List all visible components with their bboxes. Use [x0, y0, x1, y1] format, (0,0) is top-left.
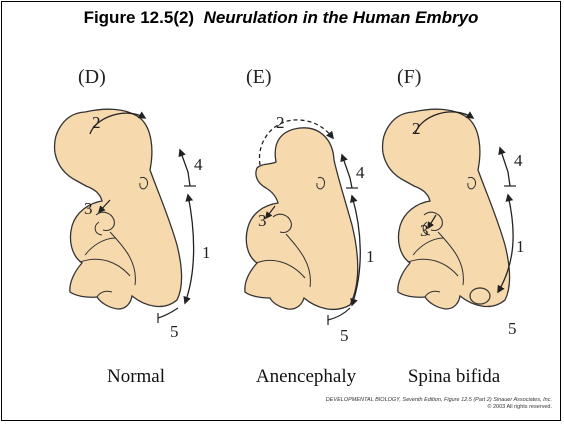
panel-label-d: (D) — [78, 66, 106, 89]
svg-text:1: 1 — [202, 243, 211, 262]
svg-text:1: 1 — [516, 237, 525, 256]
caption-normal: Normal — [56, 366, 216, 388]
embryo-anencephaly-icon: 2 4 3 1 5 — [245, 113, 375, 345]
svg-text:4: 4 — [356, 163, 365, 182]
credit-line: DEVELOPMENTAL BIOLOGY, Seventh Edition, … — [326, 397, 552, 411]
svg-text:5: 5 — [340, 326, 349, 345]
credit-source: DEVELOPMENTAL BIOLOGY, Seventh Edition, … — [326, 397, 552, 404]
svg-text:3: 3 — [420, 221, 429, 240]
svg-text:3: 3 — [258, 211, 267, 230]
svg-text:2: 2 — [92, 113, 101, 132]
caption-spina-bifida: Spina bifida — [374, 366, 534, 388]
credit-copyright: © 2003 All rights reserved. — [326, 404, 552, 411]
svg-text:2: 2 — [276, 113, 285, 132]
panel-label-e: (E) — [246, 66, 272, 89]
embryo-spina-bifida-icon: 2 4 3 1 5 — [383, 109, 525, 338]
caption-anencephaly: Anencephaly — [226, 366, 386, 388]
panel-label-f: (F) — [397, 66, 421, 89]
svg-text:3: 3 — [84, 199, 93, 218]
svg-text:5: 5 — [170, 322, 179, 341]
svg-text:1: 1 — [366, 247, 375, 266]
svg-text:4: 4 — [194, 155, 203, 174]
svg-text:4: 4 — [514, 151, 523, 170]
embryo-normal-icon: 2 4 3 1 5 — [55, 109, 211, 341]
svg-text:2: 2 — [412, 119, 421, 138]
svg-text:5: 5 — [508, 319, 517, 338]
